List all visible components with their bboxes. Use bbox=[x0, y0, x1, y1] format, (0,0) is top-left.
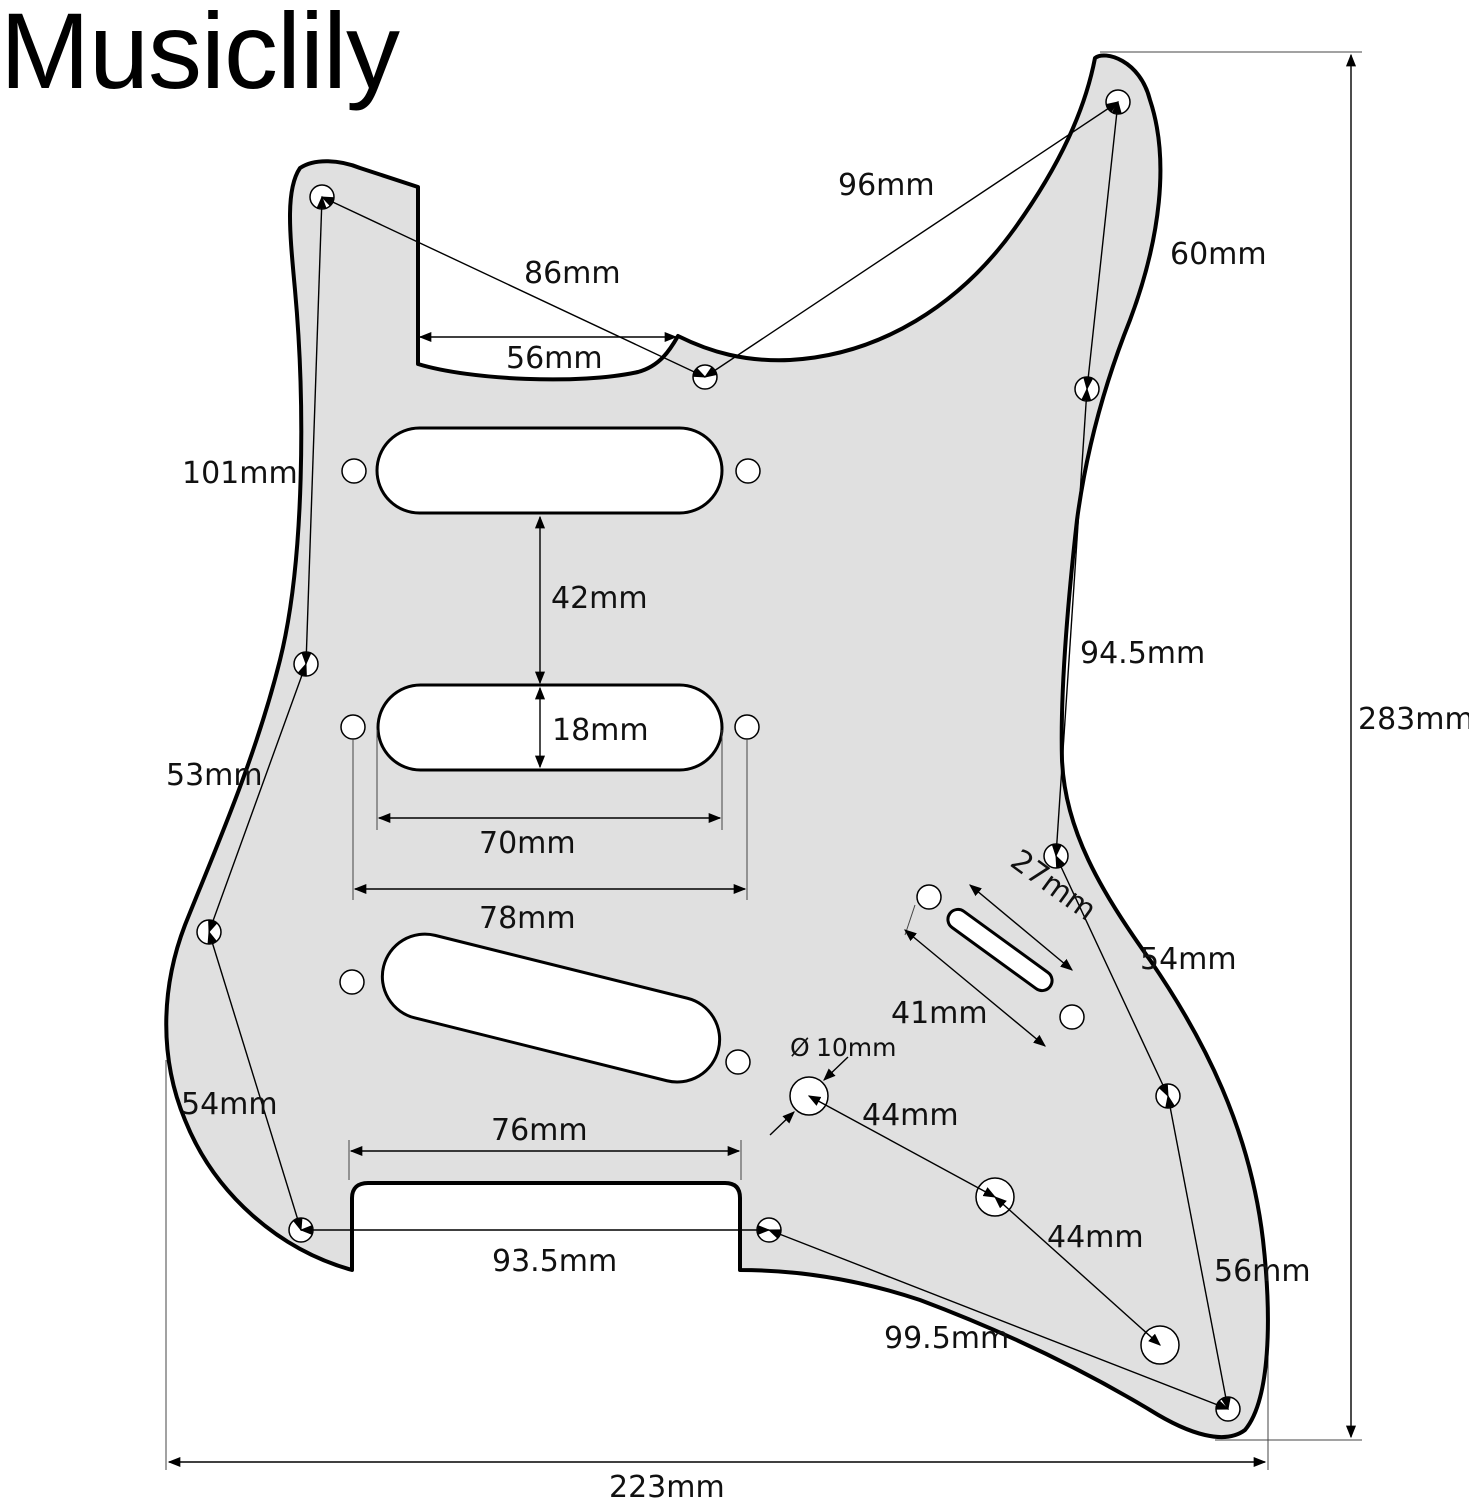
label-70mm: 70mm bbox=[479, 826, 576, 861]
label-78mm: 78mm bbox=[479, 901, 576, 936]
label-60mm: 60mm bbox=[1170, 237, 1267, 272]
label-96mm: 96mm bbox=[838, 168, 935, 203]
label-42mm: 42mm bbox=[551, 581, 648, 616]
measurement-lines bbox=[167, 53, 1357, 1468]
label-93-5mm: 93.5mm bbox=[492, 1244, 617, 1279]
label-56mm-top: 56mm bbox=[506, 341, 603, 376]
label-54mm-right: 54mm bbox=[1140, 942, 1237, 977]
diameter-symbol: Ø bbox=[790, 1033, 810, 1062]
label-283mm: 283mm bbox=[1358, 702, 1469, 737]
label-99-5mm: 99.5mm bbox=[884, 1321, 1009, 1356]
label-10mm: 10mm bbox=[816, 1033, 897, 1062]
label-53mm: 53mm bbox=[166, 758, 263, 793]
label-86mm: 86mm bbox=[524, 256, 621, 291]
label-101mm: 101mm bbox=[182, 456, 298, 491]
label-18mm: 18mm bbox=[552, 713, 649, 748]
brand-title: Musiclily bbox=[0, 0, 400, 111]
neck-pickup-cavity bbox=[375, 426, 724, 515]
bridge-pickup-cavity bbox=[380, 932, 722, 1084]
label-44mm-b: 44mm bbox=[1047, 1220, 1144, 1255]
label-41mm: 41mm bbox=[891, 996, 988, 1031]
label-94-5mm: 94.5mm bbox=[1080, 636, 1205, 671]
label-223mm: 223mm bbox=[609, 1470, 725, 1500]
label-76mm: 76mm bbox=[491, 1113, 588, 1148]
label-56mm-right: 56mm bbox=[1214, 1254, 1311, 1289]
label-54mm-left: 54mm bbox=[181, 1087, 278, 1122]
label-44mm-a: 44mm bbox=[862, 1098, 959, 1133]
middle-pickup-cavity bbox=[376, 683, 724, 772]
